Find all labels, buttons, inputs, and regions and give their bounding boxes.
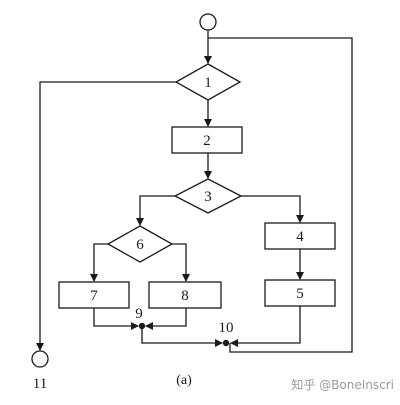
node-label-5: 5 [296,286,304,302]
node-label-7: 7 [90,288,98,304]
node-label-8: 8 [181,288,189,304]
edge-9-10 [141,329,223,347]
edge-8-9 [145,308,187,330]
edge-3-6 [136,195,175,226]
figure-caption: (a) [176,373,192,388]
node-label-3: 3 [204,189,212,205]
edge-6-8 [172,243,190,282]
process-node-8 [148,281,222,309]
node-label-6: 6 [136,237,144,253]
process-node-2 [171,126,243,154]
edge-7-9 [93,308,139,330]
edge-5-10 [230,306,301,347]
decision-node-6 [106,225,174,263]
edge-3-4 [241,195,304,223]
node-label-2: 2 [203,133,211,149]
watermark-text: 知乎 @BoneInscri [291,378,394,392]
edge-10-loop-back [208,37,353,353]
node-label-10: 10 [219,320,234,336]
node-label-11: 11 [33,376,47,392]
junction-10 [222,339,230,347]
node-label-4: 4 [296,229,304,245]
junction-9 [138,322,146,330]
end-node [31,350,49,368]
process-node-7 [58,281,130,309]
node-label-9: 9 [135,306,143,322]
decision-node-3 [173,178,243,214]
edge-1-11 [36,81,176,351]
node-label-1: 1 [204,75,212,91]
start-node [199,13,217,31]
edge-6-7 [90,243,108,282]
process-node-4 [264,222,336,250]
